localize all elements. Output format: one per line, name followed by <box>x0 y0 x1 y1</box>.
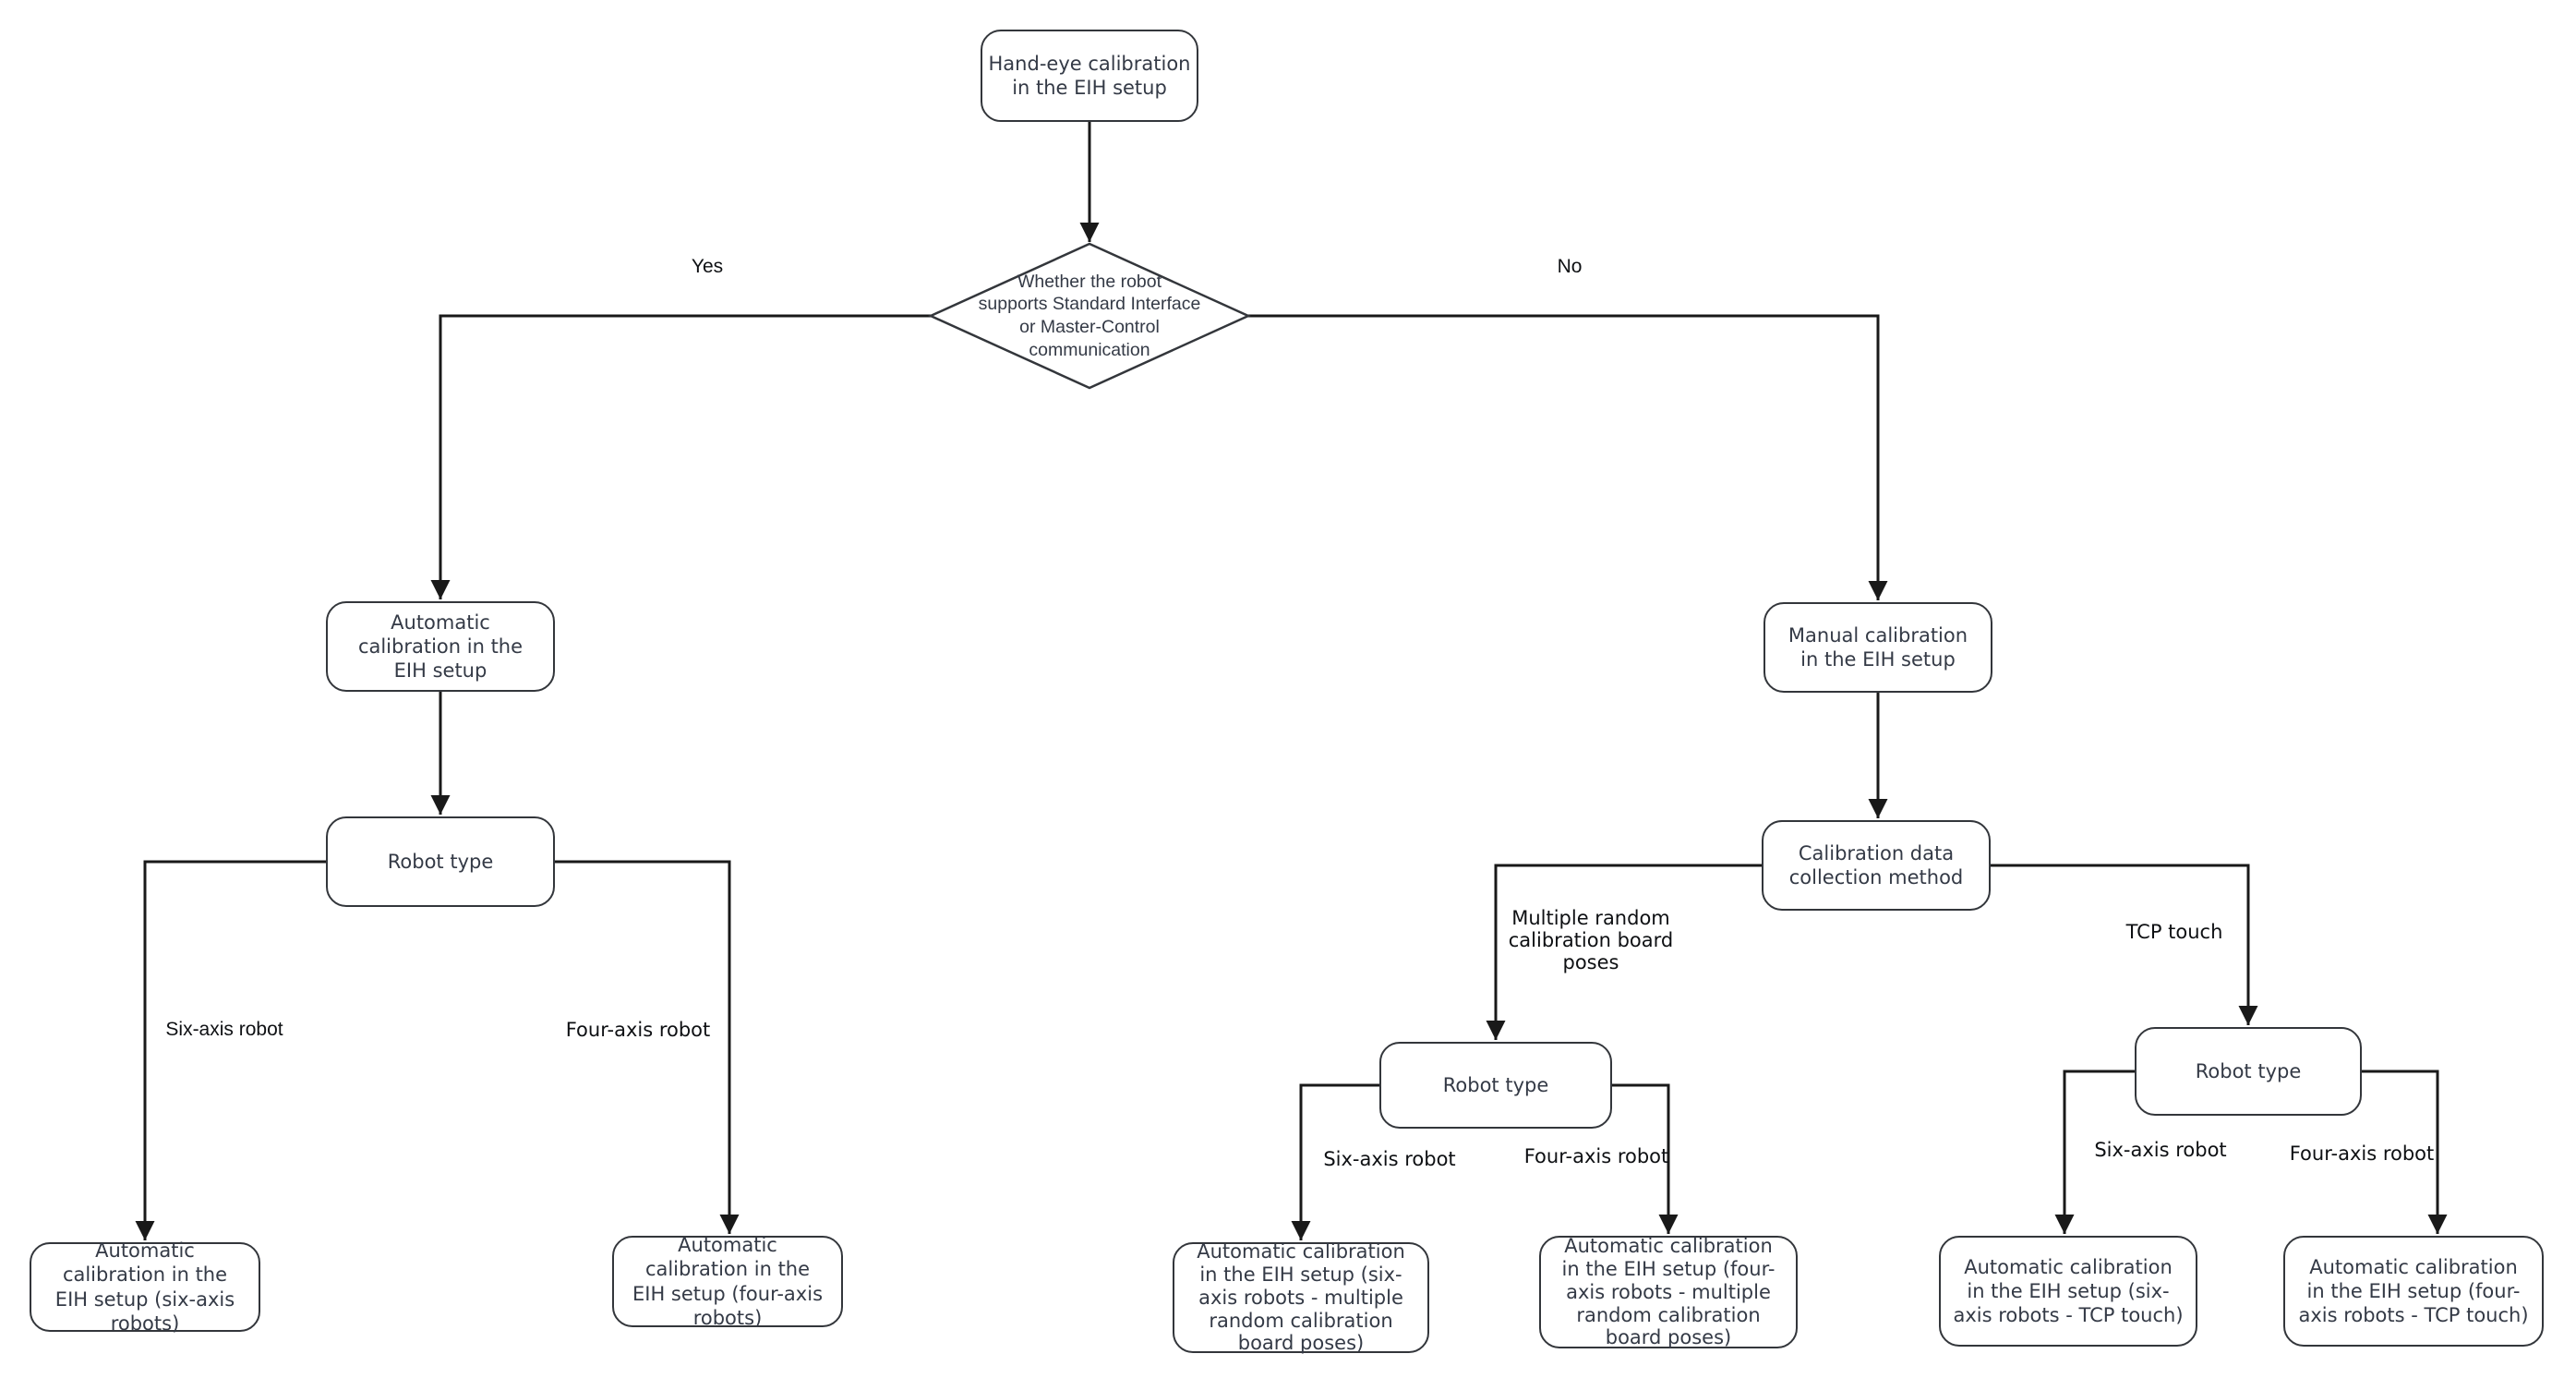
edge-robottype-left-four <box>555 860 740 1234</box>
edge-label-multi-poses: Multiple random calibration board poses <box>1508 907 1674 974</box>
edge-collection-poses <box>1486 864 1762 1040</box>
node-leaf-six-axis: Automatic calibration in the EIH setup (… <box>30 1239 260 1335</box>
edge-robottype-right-four <box>2362 1070 2448 1234</box>
node-leaf-four-axis: Automatic calibration in the EIH setup (… <box>612 1234 843 1329</box>
edge-decision-no <box>1248 314 1888 600</box>
node-leaf-four-axis-tcp: Automatic calibration in the EIH setup (… <box>2283 1236 2544 1347</box>
node-hand-eye-root: Hand-eye calibration in the EIH setup <box>981 30 1198 122</box>
edge-label-six-axis-left: Six-axis robot <box>165 1019 283 1040</box>
edge-label-tcp-touch: TCP touch <box>2125 921 2223 943</box>
edge-label-four-axis-right: Four-axis robot <box>2289 1142 2435 1165</box>
edge-label-four-axis-mid: Four-axis robot <box>1523 1145 1669 1167</box>
edge-collection-tcp <box>1991 864 2258 1025</box>
node-manual-calibration: Manual calibration in the EIH setup <box>1763 602 1992 693</box>
edge-label-six-axis-right: Six-axis robot <box>2094 1139 2227 1161</box>
node-robot-type-left: Robot type <box>326 816 555 907</box>
edge-label-six-axis-mid: Six-axis robot <box>1323 1148 1456 1170</box>
node-leaf-four-axis-poses: Automatic calibration in the EIH setup (… <box>1539 1235 1798 1348</box>
edge-robottype-left-six <box>135 860 326 1240</box>
edge-robottype-mid-six <box>1291 1083 1379 1240</box>
edge-decision-yes <box>430 314 931 599</box>
edge-robottype-mid-four <box>1612 1083 1679 1234</box>
edge-label-no: No <box>1557 256 1583 277</box>
edge-label-four-axis-left: Four-axis robot <box>565 1019 711 1041</box>
node-leaf-six-axis-tcp: Automatic calibration in the EIH setup (… <box>1939 1236 2197 1347</box>
edge-label-yes: Yes <box>691 256 724 277</box>
node-leaf-six-axis-poses: Automatic calibration in the EIH setup (… <box>1173 1240 1429 1354</box>
edge-robottype-right-six <box>2054 1070 2135 1234</box>
node-robot-type-right: Robot type <box>2135 1027 2362 1116</box>
decision-diamond-shape <box>927 242 1252 390</box>
node-collection-method: Calibration data collection method <box>1762 820 1991 911</box>
node-robot-type-mid: Robot type <box>1379 1042 1612 1129</box>
node-automatic-calibration: Automatic calibration in the EIH setup <box>326 601 555 692</box>
node-decision-label: Whether the robot supports Standard Inte… <box>978 271 1201 360</box>
